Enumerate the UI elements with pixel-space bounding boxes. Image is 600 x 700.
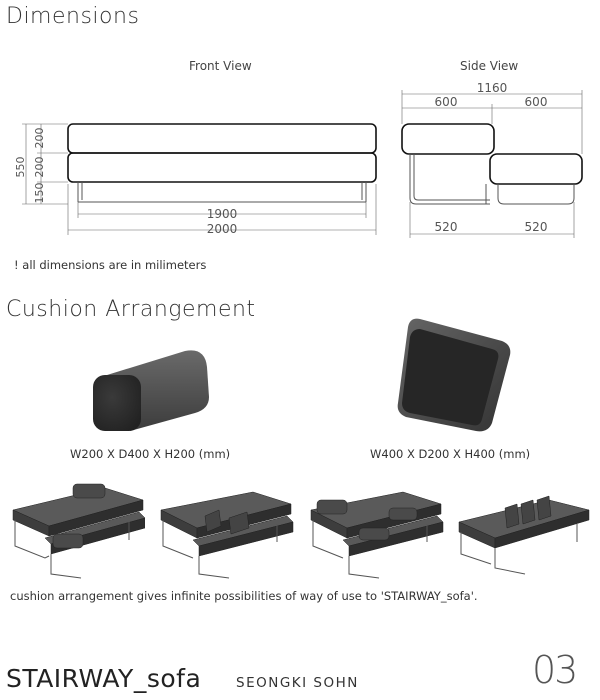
side-frame [409,154,575,205]
square-cushion-icon [397,318,511,432]
author-name: SEONGKI SOHN [236,675,359,691]
dim-height-total: 550 [14,157,27,178]
dim-inner-width: 1900 [207,207,238,221]
front-seat-cushion-outline [67,152,377,183]
side-view-label: Side View [460,59,519,73]
dim-side-total: 1160 [477,81,508,95]
dim-seg-top: 200 [33,128,46,149]
dim-seg-mid: 200 [33,157,46,178]
product-name: STAIRWAY_sofa [6,664,202,693]
sofa-arrangement-2 [160,491,294,579]
dim-side-left-top: 600 [435,95,458,109]
dim-side-right-top: 600 [525,95,548,109]
dim-seg-bot: 150 [33,183,46,204]
sofa-arrangement-1 [12,483,145,579]
side-view-drawing: 1160 600 600 520 520 [401,81,583,238]
front-top-cushion-outline [67,123,377,154]
bolster-cushion-icon [93,350,209,431]
side-top-cushion-outline [401,123,495,155]
side-seat-cushion-outline [489,153,583,185]
bolster-spec: W200 X D400 X H200 (mm) [70,447,231,461]
dim-side-left-bottom: 520 [435,220,458,234]
front-view-label: Front View [189,59,252,73]
dim-outer-width: 2000 [207,222,238,236]
cushion-arrangement-title: Cushion Arrangement [6,297,256,322]
sofa-arrangement-3 [310,491,444,579]
front-view-drawing: 550 200 200 150 1900 2000 [14,123,377,236]
dim-side-right-bottom: 520 [525,220,548,234]
sofa-arrangement-4 [458,495,590,575]
front-frame-legs [77,182,367,203]
square-spec: W400 X D200 X H400 (mm) [370,447,531,461]
page-number: 03 [532,648,578,692]
arrangement-caption: cushion arrangement gives infinite possi… [10,589,478,603]
units-note: ! all dimensions are in milimeters [14,258,207,272]
dimensions-title: Dimensions [6,4,140,29]
